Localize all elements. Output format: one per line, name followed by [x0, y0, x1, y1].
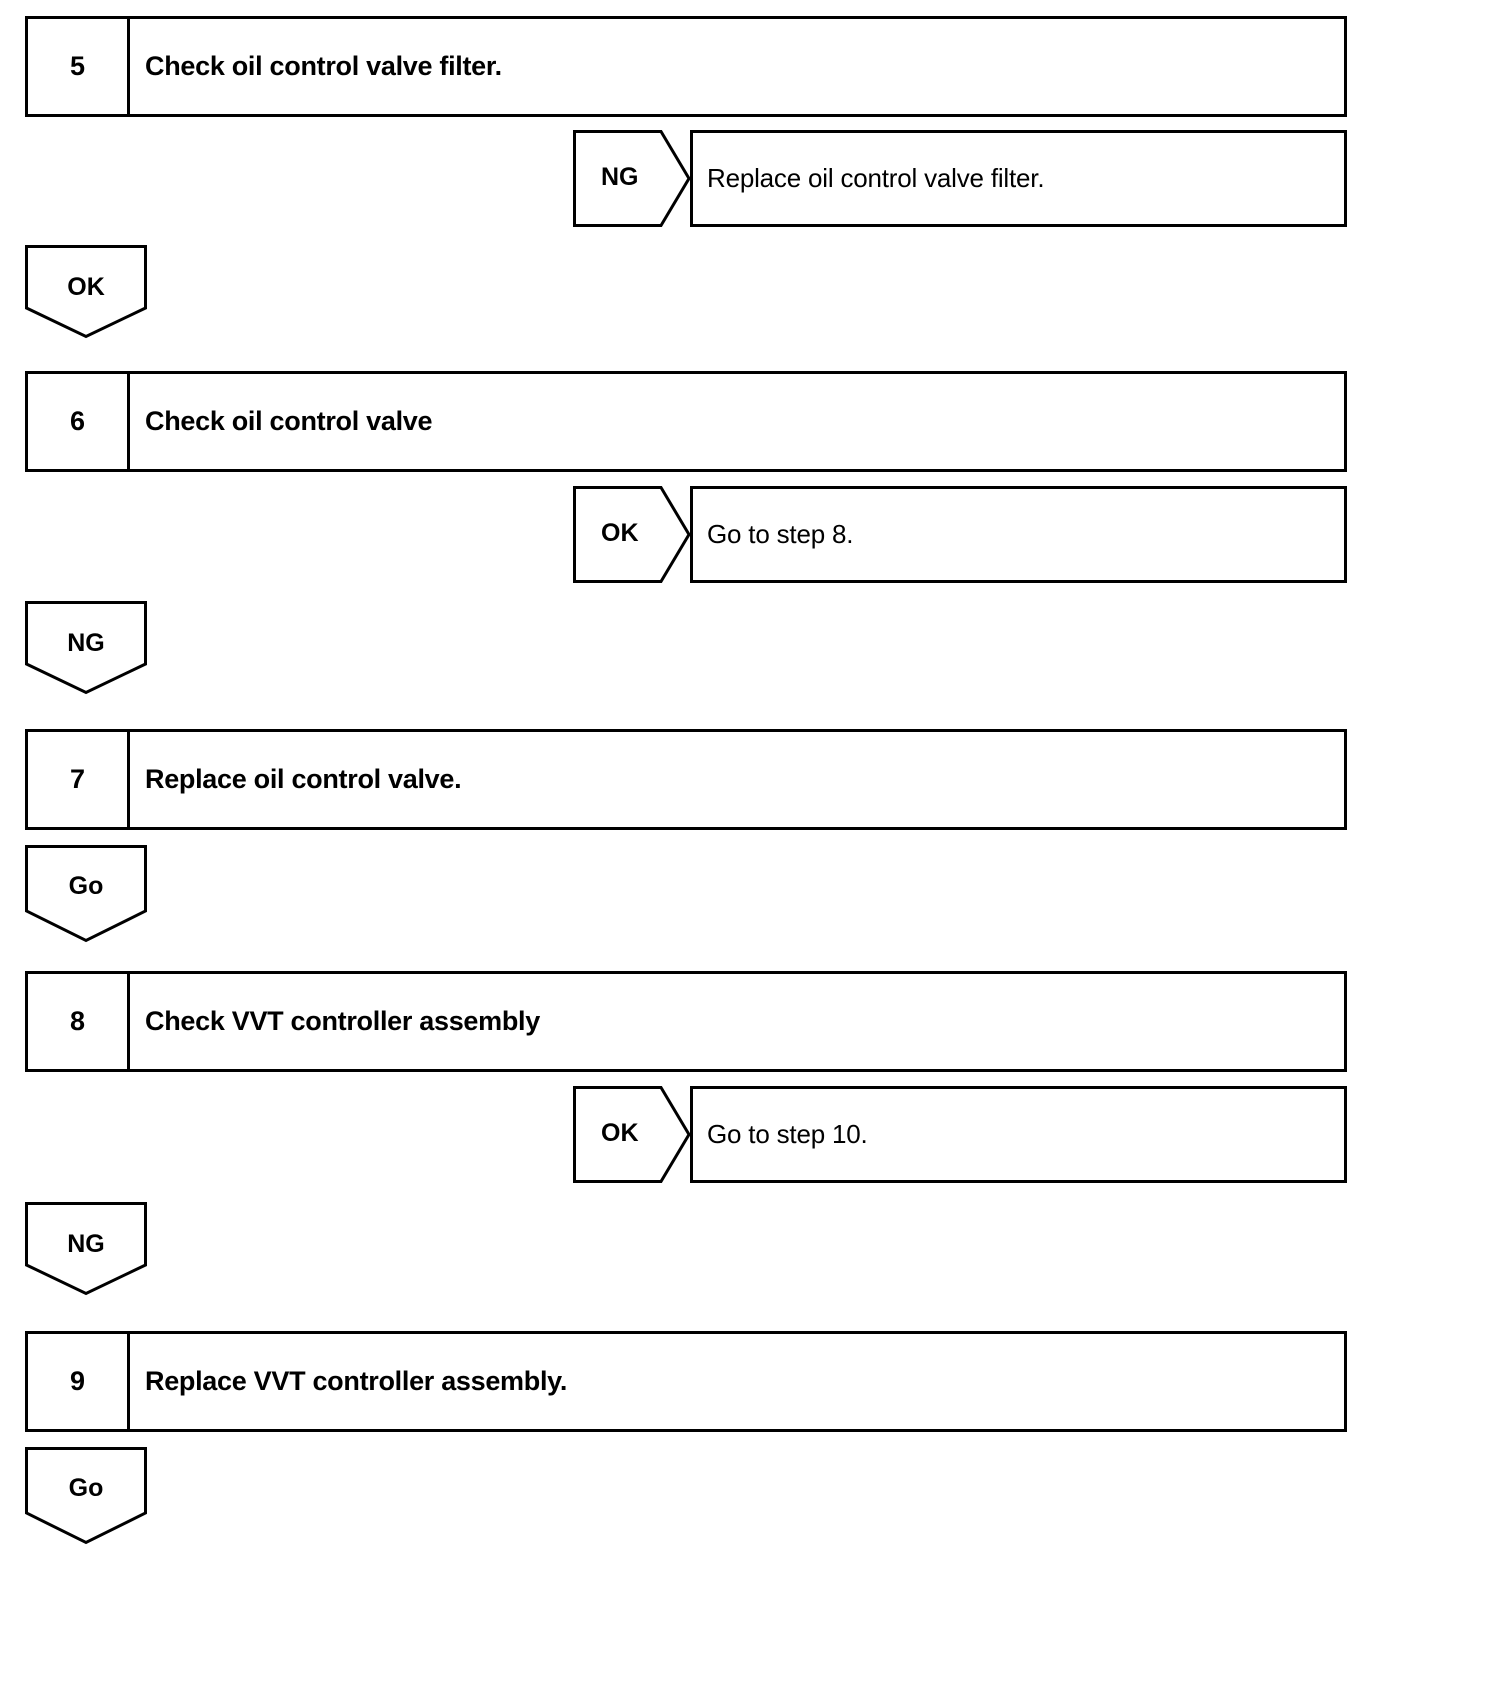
branch-connector-ok-3: OK: [573, 1086, 691, 1183]
step-number: 9: [28, 1334, 130, 1429]
step-row-6: 6 Check oil control valve: [25, 371, 1347, 472]
pentagon-down-icon: [25, 1447, 147, 1545]
step-title: Check oil control valve filter.: [145, 51, 502, 81]
pentagon-down-icon: [25, 845, 147, 943]
pentagon-right-icon: [573, 1086, 691, 1183]
step-title: Replace VVT controller assembly.: [145, 1366, 568, 1396]
step-title: Check VVT controller assembly: [145, 1006, 540, 1036]
flow-connector-go-5: Go: [25, 1447, 147, 1545]
step-row-9: 9 Replace VVT controller assembly.: [25, 1331, 1347, 1432]
pentagon-right-icon: [573, 486, 691, 583]
step-number: 7: [28, 732, 130, 827]
flow-connector-go-3: Go: [25, 845, 147, 943]
flow-connector-ok-1: OK: [25, 245, 147, 339]
step-row-8: 8 Check VVT controller assembly: [25, 971, 1347, 1072]
pentagon-down-icon: [25, 1202, 147, 1296]
step-number: 5: [28, 19, 130, 114]
step-number: 8: [28, 974, 130, 1069]
result-box-ng-1: Replace oil control valve filter.: [690, 130, 1347, 227]
step-number: 6: [28, 374, 130, 469]
branch-connector-ng-1: NG: [573, 130, 691, 227]
pentagon-right-icon: [573, 130, 691, 227]
pentagon-down-icon: [25, 601, 147, 695]
step-row-5: 5 Check oil control valve filter.: [25, 16, 1347, 117]
result-box-ok-2: Go to step 8.: [690, 486, 1347, 583]
step-row-7: 7 Replace oil control valve.: [25, 729, 1347, 830]
branch-connector-ok-2: OK: [573, 486, 691, 583]
result-box-ok-3: Go to step 10.: [690, 1086, 1347, 1183]
pentagon-down-icon: [25, 245, 147, 339]
step-title: Check oil control valve: [145, 406, 433, 436]
flow-connector-ng-4: NG: [25, 1202, 147, 1296]
step-title: Replace oil control valve.: [145, 764, 462, 794]
flow-connector-ng-2: NG: [25, 601, 147, 695]
